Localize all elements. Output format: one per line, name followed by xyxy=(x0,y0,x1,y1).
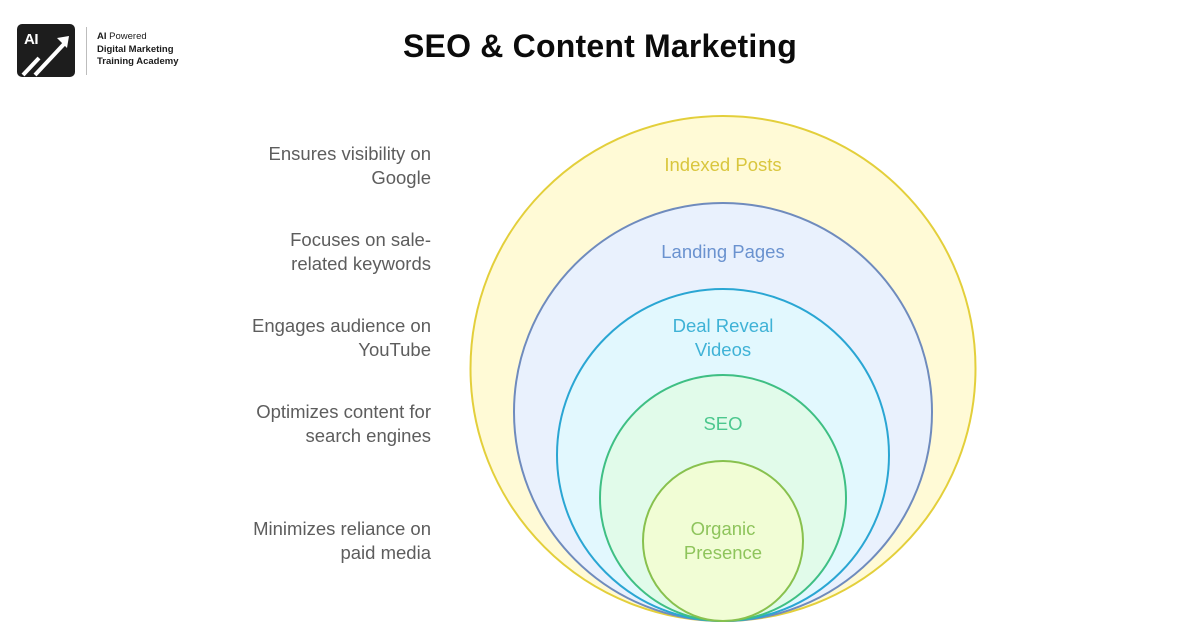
description-line: search engines xyxy=(305,425,431,446)
brand-line1-bold: AI xyxy=(97,31,107,42)
label-landing-pages: Landing Pages xyxy=(661,241,785,262)
logo-divider xyxy=(86,27,87,75)
description-line: Engages audience on xyxy=(252,315,431,336)
description-line: Focuses on sale- xyxy=(290,229,431,250)
description-organic-presence: Minimizes reliance on paid media xyxy=(191,517,431,565)
label-line: Organic xyxy=(690,518,756,539)
description-seo: Optimizes content for search engines xyxy=(191,400,431,448)
circle-organic-presence xyxy=(642,460,804,622)
arrow-up-right-icon xyxy=(21,36,69,77)
description-line: Minimizes reliance on xyxy=(253,518,431,539)
label-line: Videos xyxy=(694,339,752,360)
label-line: Presence xyxy=(683,542,763,563)
description-line: YouTube xyxy=(358,339,431,360)
label-deal-reveal-videos: Deal Reveal Videos xyxy=(623,314,823,362)
brand-line3: Training Academy xyxy=(97,56,179,67)
description-line: related keywords xyxy=(291,253,431,274)
label-line: Deal Reveal xyxy=(672,315,774,336)
description-line: Google xyxy=(371,167,431,188)
brand-line2: Digital Marketing xyxy=(97,43,174,55)
label-indexed-posts: Indexed Posts xyxy=(664,154,782,175)
label-seo: SEO xyxy=(703,413,743,434)
description-line: paid media xyxy=(340,542,431,563)
description-deal-reveal-videos: Engages audience on YouTube xyxy=(191,314,431,362)
label-organic-presence: Organic Presence xyxy=(623,517,823,565)
brand-name: AI Powered Digital Marketing Training Ac… xyxy=(97,31,178,69)
description-line: Optimizes content for xyxy=(256,401,431,422)
description-indexed-posts: Ensures visibility on Google xyxy=(191,142,431,190)
page-title: SEO & Content Marketing xyxy=(403,28,797,64)
brand-line1-rest: Powered xyxy=(106,31,147,42)
academy-logo: AI xyxy=(17,24,75,77)
description-landing-pages: Focuses on sale- related keywords xyxy=(191,228,431,276)
logo-text: AI xyxy=(24,31,39,48)
description-line: Ensures visibility on xyxy=(268,143,431,164)
